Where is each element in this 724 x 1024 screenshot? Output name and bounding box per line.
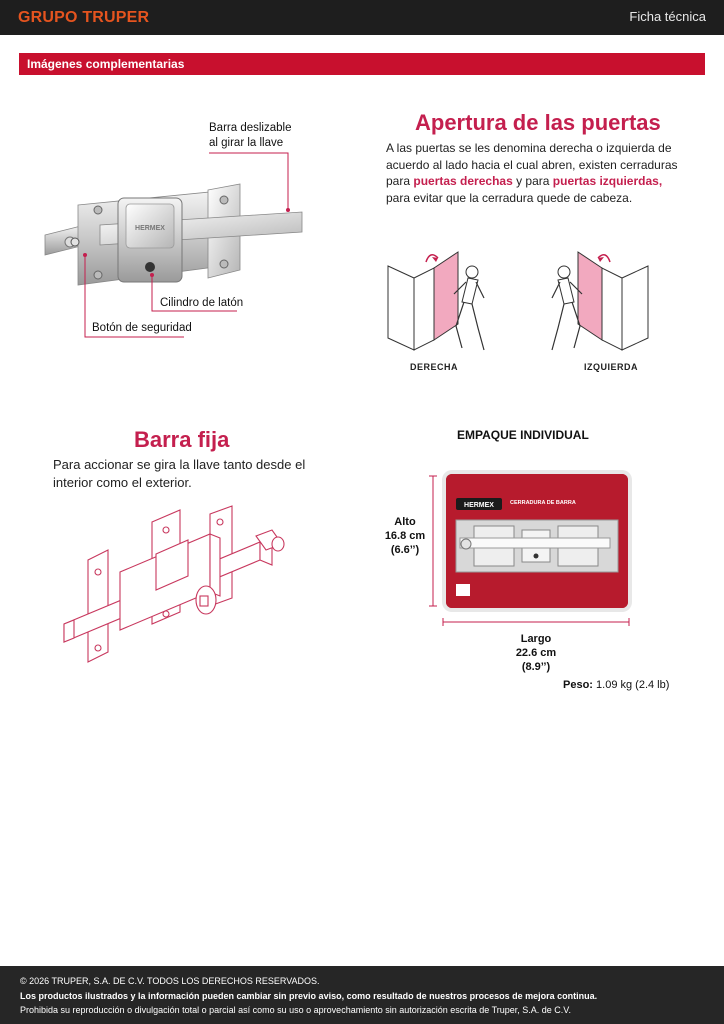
fixed-bar-illustration bbox=[63, 505, 285, 663]
package-graphic: HERMEX CERRADURA DE BARRA bbox=[446, 474, 628, 608]
callout-bar-line2: al girar la llave bbox=[209, 137, 284, 149]
package-title: EMPAQUE INDIVIDUAL bbox=[457, 428, 589, 442]
truper-logo: GRUPO TRUPER bbox=[18, 9, 150, 26]
opening-line1: A las puertas se les denomina derecha o … bbox=[386, 141, 672, 155]
section-title: Imágenes complementarias bbox=[27, 57, 185, 71]
label-right: DERECHA bbox=[410, 362, 459, 372]
footer-copyright: © 2026 TRUPER, S.A. DE C.V. TODOS LOS DE… bbox=[20, 976, 320, 986]
left-door-illustration bbox=[551, 251, 649, 351]
weight-label: Peso: bbox=[563, 679, 593, 691]
width-label: Largo bbox=[520, 633, 552, 645]
callout-cylinder: Cilindro de latón bbox=[160, 297, 244, 309]
footer-prohibition: Prohibida su reproducción o divulgación … bbox=[20, 1005, 571, 1015]
callout-bar-line1: Barra deslizable bbox=[209, 122, 292, 134]
document-type: Ficha técnica bbox=[629, 9, 706, 24]
footer: © 2026 TRUPER, S.A. DE C.V. TODOS LOS DE… bbox=[0, 966, 724, 1024]
opening-line4: para evitar que la cerradura quede de ca… bbox=[386, 190, 633, 205]
callout-leader-lines bbox=[83, 152, 290, 338]
fixed-bar-title: Barra fija bbox=[134, 427, 230, 452]
package-width: Largo 22.6 cm (8.9’’) bbox=[506, 632, 566, 674]
lock-brand: HERMEX bbox=[135, 225, 165, 232]
callout-sliding-bar: Barra deslizable al girar la llave bbox=[209, 121, 291, 151]
fixed-bar-line2: interior como el exterior. bbox=[53, 474, 192, 490]
package-product: CERRADURA DE BARRA bbox=[510, 500, 576, 506]
footer-notice: Los productos ilustrados y la informació… bbox=[20, 990, 598, 1001]
top-header: GRUPO TRUPER Ficha técnica bbox=[0, 0, 724, 35]
opening-title: Apertura de las puertas bbox=[415, 110, 661, 135]
height-cm: 16.8 cm bbox=[384, 530, 426, 542]
opening-description: A las puertas se les denomina derecha o … bbox=[386, 140, 678, 206]
width-in: (8.9’’) bbox=[521, 661, 551, 673]
height-in: (6.6’’) bbox=[390, 544, 420, 556]
section-header: Imágenes complementarias bbox=[19, 53, 705, 75]
width-cm: 22.6 cm bbox=[515, 647, 557, 659]
right-door-illustration bbox=[387, 251, 485, 351]
right-doors-highlight: puertas derechas bbox=[413, 174, 513, 188]
package-dimension-lines bbox=[429, 475, 630, 626]
opening-line3-mid: y para bbox=[512, 174, 553, 188]
package-brand: HERMEX bbox=[464, 502, 494, 509]
callout-security-button: Botón de seguridad bbox=[92, 322, 192, 334]
fixed-bar-line1: Para accionar se gira la llave tanto des… bbox=[53, 457, 306, 472]
weight-value: 1.09 kg (2.4 lb) bbox=[592, 679, 670, 691]
package-image: HERMEX CERRADURA DE BARRA bbox=[446, 474, 628, 608]
lock-product-image: HERMEX bbox=[44, 183, 303, 286]
fixed-bar-description: Para accionar se gira la llave tanto des… bbox=[53, 456, 305, 491]
label-left: IZQUIERDA bbox=[584, 362, 638, 372]
package-height: Alto 16.8 cm (6.6’’) bbox=[383, 515, 427, 557]
left-doors-highlight: puertas izquierdas, bbox=[552, 174, 663, 188]
package-weight: Peso: 1.09 kg (2.4 lb) bbox=[563, 679, 669, 691]
opening-line3-pre: para bbox=[386, 174, 414, 188]
height-label: Alto bbox=[394, 516, 416, 528]
opening-line2: acuerdo al lado hacia el cual abren, exi… bbox=[386, 157, 678, 172]
opening-line3: para puertas derechas y para puertas izq… bbox=[386, 173, 678, 190]
